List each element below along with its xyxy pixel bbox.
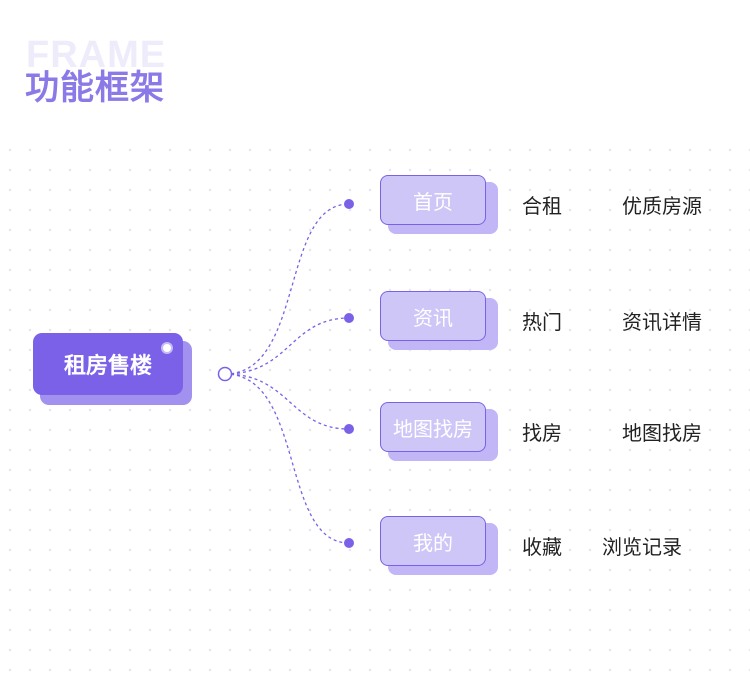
leaf-item: 浏览记录 <box>602 535 682 559</box>
root-node-label: 租房售楼 <box>63 354 152 379</box>
leaf-item: 资讯详情 <box>622 310 702 334</box>
leaf-item: 合租 <box>522 194 562 218</box>
connector-1 <box>224 203 350 375</box>
branch-node-news: 资讯 <box>380 291 486 341</box>
root-node-dot <box>161 342 173 354</box>
page-title: 功能框架 <box>25 68 165 108</box>
leaf-item: 热门 <box>522 310 562 334</box>
branch-node-mine: 我的 <box>380 516 486 566</box>
branch-node-map-search: 地图找房 <box>380 402 486 452</box>
leaf-item: 地图找房 <box>622 421 702 445</box>
connector-4 <box>224 373 350 544</box>
connector-2 <box>224 317 350 375</box>
branch-node-label: 我的 <box>413 530 453 555</box>
background-watermark-text: FRAME <box>26 34 167 76</box>
branch-dot-1 <box>344 199 354 209</box>
branch-node-label: 地图找房 <box>393 416 473 441</box>
leaf-item: 找房 <box>522 421 562 445</box>
hub-node <box>217 366 233 382</box>
header-area <box>0 0 750 138</box>
branch-node-label: 首页 <box>413 189 453 214</box>
leaf-item: 收藏 <box>522 535 562 559</box>
branch-node-label: 资讯 <box>413 305 453 330</box>
branch-dot-4 <box>344 538 354 548</box>
branch-dot-3 <box>344 424 354 434</box>
leaf-item: 优质房源 <box>622 194 702 218</box>
connector-3 <box>224 373 350 430</box>
branch-dot-2 <box>344 313 354 323</box>
root-node: 租房售楼 <box>33 333 183 395</box>
branch-node-home: 首页 <box>380 175 486 225</box>
